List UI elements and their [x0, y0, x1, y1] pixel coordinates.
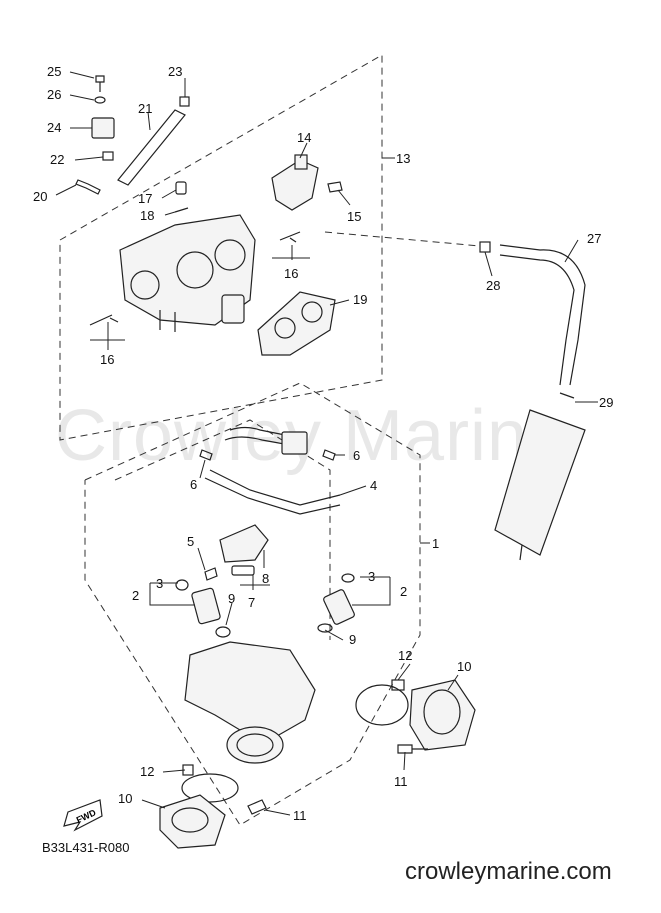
- callout-2-right: 2: [400, 584, 407, 599]
- callout-17: 17: [138, 191, 152, 206]
- callout-24: 24: [47, 120, 61, 135]
- callout-21: 21: [138, 101, 152, 116]
- callout-28: 28: [486, 278, 500, 293]
- screw[interactable]: [204, 567, 218, 581]
- group-outline-13: [59, 54, 383, 441]
- bolt[interactable]: [397, 744, 428, 754]
- bolt[interactable]: [95, 75, 105, 92]
- intake-manifold[interactable]: [184, 641, 316, 764]
- callout-11-right: 11: [394, 774, 408, 789]
- callout-20: 20: [33, 189, 47, 204]
- callout-7: 7: [248, 595, 255, 610]
- callout-23: 23: [168, 64, 182, 79]
- callout-10-right: 10: [457, 659, 471, 674]
- screw-set[interactable]: [89, 231, 301, 326]
- seal[interactable]: [317, 623, 333, 633]
- flange[interactable]: [409, 679, 476, 751]
- screw[interactable]: [327, 181, 343, 193]
- callout-15: 15: [347, 209, 361, 224]
- throttle-position-sensor[interactable]: [271, 154, 319, 211]
- fuel-rail[interactable]: [204, 426, 341, 515]
- bolt[interactable]: [247, 799, 267, 815]
- callout-3-left: 3: [156, 576, 163, 591]
- callout-1: 1: [432, 536, 439, 551]
- callout-4: 4: [370, 478, 377, 493]
- hose-clamp[interactable]: [355, 679, 409, 726]
- callout-19: 19: [353, 292, 367, 307]
- callout-9-right: 9: [349, 632, 356, 647]
- callout-6-right: 6: [353, 448, 360, 463]
- callout-25: 25: [47, 64, 61, 79]
- clip[interactable]: [102, 151, 114, 161]
- fwd-label: FWD: [75, 807, 98, 825]
- callout-13: 13: [396, 151, 410, 166]
- callout-26: 26: [47, 87, 61, 102]
- hose-clamp[interactable]: [181, 764, 239, 803]
- callout-14: 14: [297, 130, 311, 145]
- bolt[interactable]: [322, 449, 336, 461]
- bolt[interactable]: [199, 449, 213, 461]
- fuel-injector[interactable]: [175, 579, 221, 625]
- cap[interactable]: [175, 181, 187, 195]
- callout-18: 18: [140, 208, 154, 223]
- flange[interactable]: [159, 794, 226, 849]
- callout-27: 27: [587, 231, 601, 246]
- gasket[interactable]: [257, 291, 336, 356]
- leader-lines: [55, 71, 598, 816]
- throttle-body[interactable]: [119, 214, 256, 332]
- clip[interactable]: [174, 207, 189, 213]
- clip[interactable]: [179, 96, 190, 107]
- group-outline-1: [84, 382, 421, 826]
- fwd-arrow-icon: FWD: [63, 799, 103, 832]
- callout-29: 29: [599, 395, 613, 410]
- clamp[interactable]: [479, 241, 491, 253]
- vent-hose[interactable]: [499, 244, 586, 386]
- callout-9-left: 9: [228, 591, 235, 606]
- washer[interactable]: [94, 96, 106, 104]
- callout-3-right: 3: [368, 569, 375, 584]
- hose[interactable]: [117, 109, 186, 186]
- callout-8: 8: [262, 571, 269, 586]
- callout-labels: 25 26 23 21 24 22 14 13 20 17 18 15 16 2…: [33, 64, 613, 823]
- callout-5: 5: [187, 534, 194, 549]
- callout-6-left: 6: [190, 477, 197, 492]
- diagram-code: B33L431-R080: [42, 840, 130, 855]
- fuel-injector[interactable]: [323, 573, 356, 625]
- bolt[interactable]: [75, 179, 101, 195]
- seal[interactable]: [215, 626, 231, 638]
- leader-dash-27: [324, 231, 481, 247]
- callout-10-left: 10: [118, 791, 132, 806]
- sensor[interactable]: [91, 117, 115, 139]
- clamp[interactable]: [559, 392, 575, 399]
- callout-2-left: 2: [132, 588, 139, 603]
- callout-11-left: 11: [293, 808, 307, 823]
- callout-16-lower: 16: [100, 352, 114, 367]
- callout-12-left: 12: [140, 764, 154, 779]
- watermark: Crowley Marine: [55, 396, 570, 476]
- callout-16-upper: 16: [284, 266, 298, 281]
- canister[interactable]: [494, 409, 586, 561]
- pressure-regulator[interactable]: [219, 524, 269, 576]
- site-credit: crowleymarine.com: [405, 858, 612, 885]
- callout-12-right: 12: [398, 648, 412, 663]
- callout-22: 22: [50, 152, 64, 167]
